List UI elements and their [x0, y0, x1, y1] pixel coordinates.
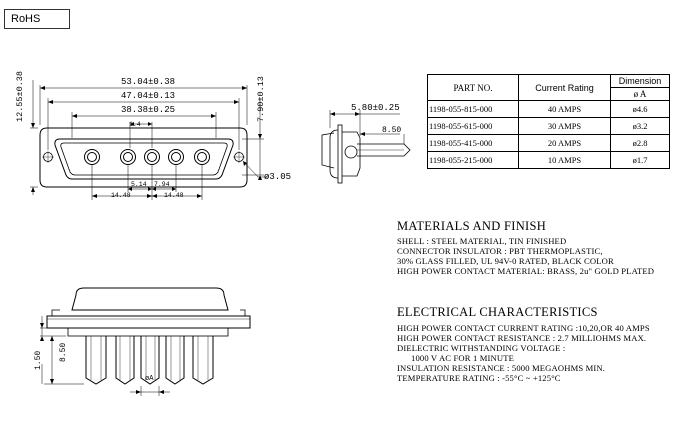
current-rating-cell: 20 AMPS: [518, 134, 611, 152]
materials-line: HIGH POWER CONTACT MATERIAL: BRASS, 2u" …: [397, 266, 655, 276]
header-phi-a: ø A: [610, 87, 670, 101]
header-current-rating: Current Rating: [518, 74, 611, 101]
part-number-table: PART NO. Current Rating Dimension ø A 11…: [427, 74, 670, 169]
dim-53-04: 53.04±0.38: [121, 77, 176, 87]
dim-5-14: 5.14: [131, 181, 147, 188]
materials-line: CONNECTOR INSULATOR : PBT THERMOPLASTIC,: [397, 246, 603, 256]
part-number-cell: 1198-055-215-000: [427, 151, 519, 169]
current-rating-cell: 30 AMPS: [518, 117, 611, 135]
materials-line: SHELL : STEEL MATERIAL, TIN FINISHED: [397, 236, 567, 246]
part-number-cell: 1198-055-415-000: [427, 134, 519, 152]
dim-14-48-right: 14.48: [164, 192, 184, 199]
dim-phi-a: øA: [145, 375, 154, 383]
materials-title: MATERIALS AND FINISH: [397, 219, 547, 233]
materials-line: 30% GLASS FILLED, UL 94V-0 RATED, BLACK …: [397, 256, 614, 266]
electrical-title: ELECTRICAL CHARACTERISTICS: [397, 305, 598, 319]
table-row: 1198-055-215-000 10 AMPS ø1.7: [427, 151, 670, 169]
dim-8-50-side: 8.50: [382, 126, 402, 135]
dim-8-50-front: 8.50: [59, 342, 68, 362]
dim-12-55: 12.55±0.38: [15, 70, 25, 122]
electrical-line: DIELECTRIC WITHSTANDING VOLTAGE :: [397, 343, 566, 353]
dim-38-38: 38.38±0.25: [121, 105, 176, 115]
dim-47-04: 47.04±0.13: [121, 91, 176, 101]
dim-phi-3-05: ø3.05: [264, 172, 292, 182]
table-row: 1198-055-815-000 40 AMPS ø4.6: [427, 100, 670, 118]
dimension-cell: ø2.8: [610, 134, 670, 152]
table-row: 1198-055-615-000 30 AMPS ø3.2: [427, 117, 670, 135]
current-rating-cell: 40 AMPS: [518, 100, 611, 118]
electrical-line: 1000 V AC FOR 1 MINUTE: [411, 353, 515, 363]
rohs-label-box: RoHS: [4, 9, 70, 29]
dimension-cell: ø4.6: [610, 100, 670, 118]
electrical-line: HIGH POWER CONTACT CURRENT RATING :10,20…: [397, 323, 650, 333]
rohs-label: RoHS: [11, 13, 41, 25]
part-number-cell: 1198-055-615-000: [427, 117, 519, 135]
electrical-line: INSULATION RESISTANCE : 5000 MEGAOHMS MI…: [397, 363, 606, 373]
header-part-no: PART NO.: [427, 74, 519, 101]
dim-1-4: 1.4: [129, 121, 141, 128]
dim-1-50: 1.50: [34, 350, 43, 370]
dimension-cell: ø1.7: [610, 151, 670, 169]
front-view: [30, 80, 268, 200]
bottom-view: [40, 287, 251, 396]
electrical-line: TEMPERATURE RATING : -55°C ~ +125°C: [397, 373, 561, 383]
dim-14-48-left: 14.48: [111, 192, 131, 199]
header-dimension: Dimension: [610, 74, 670, 88]
dim-7-94: 7.94: [154, 181, 170, 188]
dimension-cell: ø3.2: [610, 117, 670, 135]
electrical-line: HIGH POWER CONTACT RESISTANCE : 2.7 MILL…: [397, 333, 647, 343]
table-row: 1198-055-415-000 20 AMPS ø2.8: [427, 134, 670, 152]
part-number-cell: 1198-055-815-000: [427, 100, 519, 118]
side-view: [321, 110, 411, 184]
dim-5-80: 5.80±0.25: [351, 103, 400, 113]
current-rating-cell: 10 AMPS: [518, 151, 611, 169]
dim-7-90: 7.90±0.13: [256, 76, 266, 122]
